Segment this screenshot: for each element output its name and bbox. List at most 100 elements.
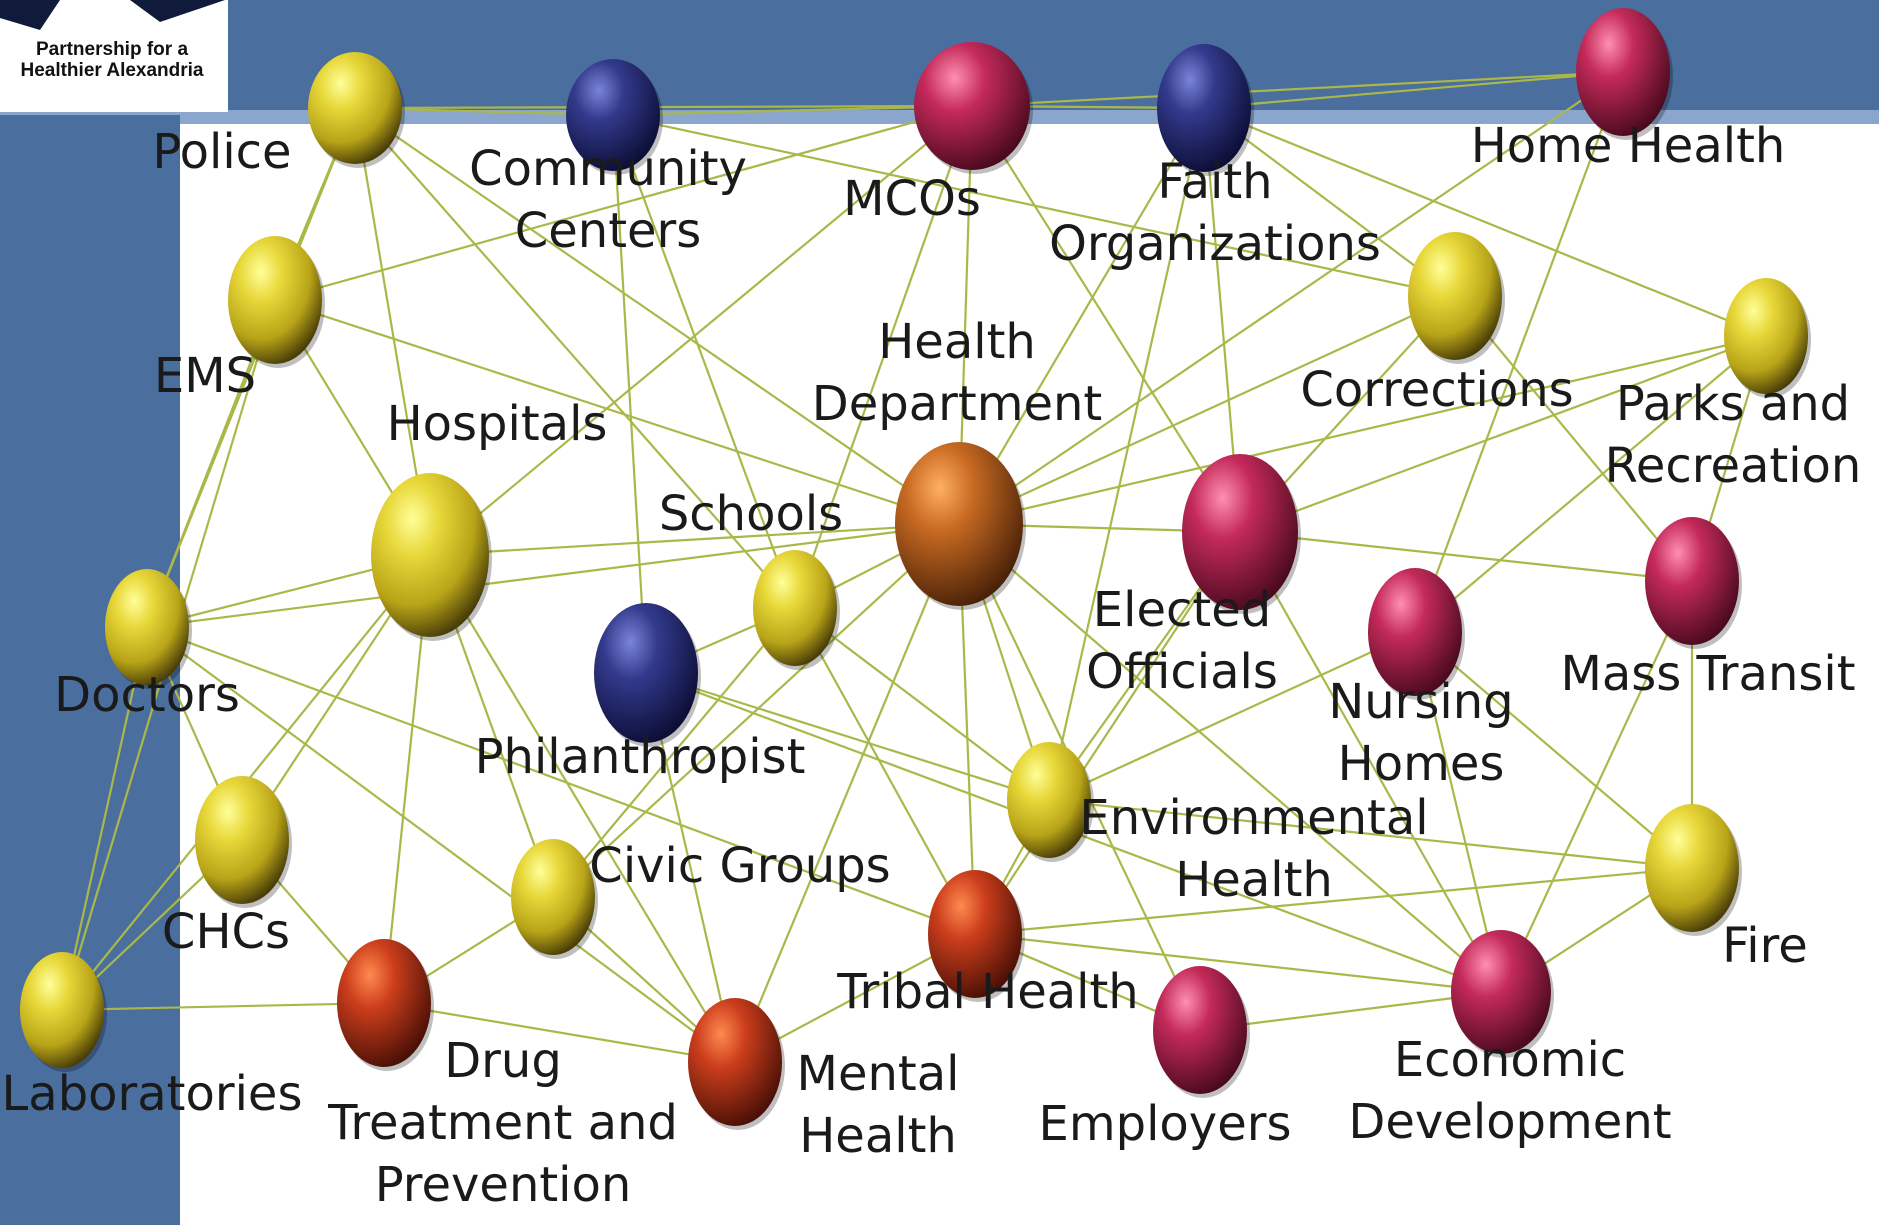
edge-elected-econ bbox=[1239, 531, 1502, 993]
edge-police-mcos bbox=[354, 104, 973, 110]
edge-nursing-fire bbox=[1414, 631, 1693, 869]
node-mcos: MCOs bbox=[843, 42, 1033, 227]
node-label-line: Environmental bbox=[1079, 790, 1428, 846]
node-sphere-healthdept bbox=[895, 442, 1023, 606]
node-sphere-fire bbox=[1645, 804, 1739, 932]
edge-faith-corrections bbox=[1203, 107, 1456, 297]
logo-line-2: Healthier Alexandria bbox=[20, 60, 203, 81]
node-label-hospitals: Hospitals bbox=[387, 396, 608, 452]
edge-healthdept-mental bbox=[733, 523, 961, 1063]
edge-faith-parks bbox=[1203, 106, 1767, 338]
edge-mcos-homehealth bbox=[971, 70, 1624, 108]
edge-homehealth-healthdept bbox=[958, 71, 1624, 525]
node-sphere-mental bbox=[688, 998, 782, 1126]
edge-doctors-labs bbox=[60, 626, 149, 1011]
node-label-line: Hospitals bbox=[387, 396, 608, 452]
node-label-line: Drug bbox=[444, 1033, 562, 1089]
node-label-line: Home Health bbox=[1471, 118, 1786, 174]
node-sphere-hospitals bbox=[371, 473, 489, 637]
node-sphere-faith bbox=[1157, 44, 1251, 172]
node-corrections: Corrections bbox=[1300, 232, 1574, 418]
logo-mark-icon bbox=[0, 0, 225, 30]
node-sphere-mcos bbox=[914, 42, 1030, 170]
node-labs: Laboratories bbox=[2, 952, 303, 1122]
edge-mcos-schools bbox=[793, 105, 974, 609]
node-label-line: Mental bbox=[797, 1046, 960, 1102]
node-sphere-labs bbox=[20, 952, 104, 1068]
node-label-line: Treatment and bbox=[327, 1095, 678, 1151]
edge-parks-healthdept bbox=[958, 334, 1767, 526]
edge-police-schools bbox=[354, 107, 796, 609]
edge-community-philanthropist bbox=[611, 114, 648, 674]
edge-ems-healthdept bbox=[274, 298, 960, 526]
edge-elected-masstransit bbox=[1239, 530, 1693, 583]
node-tribal: Tribal Health bbox=[836, 870, 1139, 1020]
node-sphere-community bbox=[566, 59, 660, 171]
node-label-mcos: MCOs bbox=[843, 171, 981, 227]
edge-schools-envhealth bbox=[794, 607, 1050, 801]
node-philanthropist: Philanthropist bbox=[475, 603, 805, 785]
node-label-line: Schools bbox=[659, 486, 843, 542]
node-employers: Employers bbox=[1039, 966, 1291, 1152]
node-label-line: Civic Groups bbox=[589, 838, 890, 894]
node-sphere-schools bbox=[753, 550, 837, 666]
node-sphere-parks bbox=[1724, 278, 1808, 394]
edge-schools-civic bbox=[552, 607, 796, 898]
edge-envhealth-fire bbox=[1048, 798, 1693, 870]
node-label-police: Police bbox=[152, 124, 291, 180]
edge-corrections-masstransit bbox=[1454, 295, 1693, 582]
node-fire: Fire bbox=[1645, 804, 1808, 974]
node-civic: Civic Groups bbox=[511, 838, 891, 959]
edge-police-healthdept bbox=[354, 107, 960, 525]
node-label-line: Department bbox=[812, 376, 1102, 432]
node-label-line: Economic bbox=[1394, 1032, 1626, 1088]
edge-drug-mental bbox=[383, 1001, 736, 1064]
edge-homehealth-faith bbox=[1203, 70, 1624, 110]
node-sphere-envhealth bbox=[1007, 742, 1091, 858]
edge-employers-econ bbox=[1199, 990, 1502, 1032]
node-label-line: EMS bbox=[154, 348, 256, 404]
node-schools: Schools bbox=[659, 486, 843, 670]
node-sphere-chcs bbox=[195, 776, 289, 904]
node-label-line: Centers bbox=[515, 203, 702, 259]
node-label-line: Faith bbox=[1157, 154, 1272, 210]
node-label-homehealth: Home Health bbox=[1471, 118, 1786, 174]
edge-corrections-healthdept bbox=[958, 295, 1456, 525]
node-label-tribal: Tribal Health bbox=[836, 964, 1138, 1020]
node-label-corrections: Corrections bbox=[1300, 362, 1573, 418]
edge-philanthropist-envhealth bbox=[645, 671, 1050, 802]
node-label-schools: Schools bbox=[659, 486, 843, 542]
node-label-line: Health bbox=[1175, 852, 1333, 908]
node-label-line: Corrections bbox=[1300, 362, 1573, 418]
edge-homehealth-nursing bbox=[1413, 71, 1625, 633]
node-label-line: Organizations bbox=[1049, 216, 1381, 272]
node-label-line: Health bbox=[799, 1108, 957, 1164]
node-label-ems: EMS bbox=[154, 348, 256, 404]
edge-mcos-elected bbox=[971, 105, 1241, 533]
edge-parks-nursing bbox=[1414, 335, 1767, 633]
node-label-line: Officials bbox=[1086, 644, 1278, 700]
node-label-line: Laboratories bbox=[2, 1066, 303, 1122]
node-label-line: Police bbox=[152, 124, 291, 180]
node-masstransit: Mass Transit bbox=[1560, 517, 1856, 702]
node-label-line: Development bbox=[1348, 1094, 1671, 1150]
node-label-line: Recreation bbox=[1605, 438, 1862, 494]
node-sphere-police bbox=[308, 52, 402, 164]
node-police: Police bbox=[152, 52, 405, 180]
node-label-line: Health bbox=[878, 314, 1036, 370]
edge-mcos-hospitals bbox=[429, 105, 973, 556]
node-sphere-homehealth bbox=[1576, 8, 1670, 136]
node-ems: EMS bbox=[154, 236, 325, 404]
node-label-masstransit: Mass Transit bbox=[1560, 646, 1855, 702]
edge-fire-tribal bbox=[974, 866, 1693, 936]
